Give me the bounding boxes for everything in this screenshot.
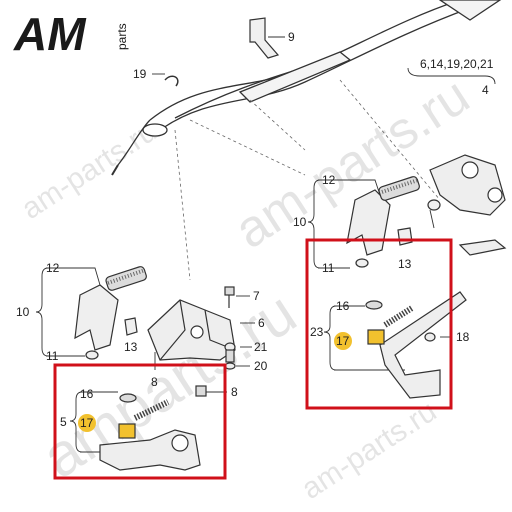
bracket-clip-9 <box>249 17 280 59</box>
callout-8-right: 8 <box>231 385 238 399</box>
callout-17-right: 17 <box>336 334 350 348</box>
callout-16-right: 16 <box>336 299 350 313</box>
callout-11-left: 11 <box>46 349 59 363</box>
callout-23: 23 <box>310 325 324 339</box>
callout-9: 9 <box>288 30 295 44</box>
callout-17-left: 17 <box>80 416 94 430</box>
callout-12-left: 12 <box>46 261 60 275</box>
logo-sub: parts <box>115 23 129 50</box>
callout-7: 7 <box>253 289 260 303</box>
callout-19: 19 <box>133 67 147 81</box>
callout-4: 4 <box>482 83 489 97</box>
callout-5: 5 <box>60 415 67 429</box>
bracket-left-group <box>35 267 101 357</box>
logo-brand: AM <box>13 8 87 60</box>
marker-17-right <box>334 332 352 350</box>
selector-rod-left <box>99 393 201 471</box>
callout-11-right: 11 <box>322 261 335 275</box>
leader-lines <box>174 79 441 281</box>
callout-18: 18 <box>456 330 470 344</box>
callout-8-center: 8 <box>151 375 158 389</box>
callout-6: 6 <box>258 316 265 330</box>
callout-10-left: 10 <box>16 305 30 319</box>
highlight-box-left <box>53 363 227 480</box>
am-parts-logo: AM parts <box>13 8 129 60</box>
callout-12-right: 12 <box>322 173 336 187</box>
upper-right-housing <box>429 154 507 256</box>
callout-16-left: 16 <box>80 387 94 401</box>
watermark-4: am-parts.ru <box>296 395 443 506</box>
selector-rod-right <box>365 291 467 399</box>
callout-6-14-19-20-21: 6,14,19,20,21 <box>420 57 494 71</box>
callout-13-right: 13 <box>398 257 412 271</box>
callout-lines <box>152 36 496 393</box>
callout-13-left: 13 <box>124 340 138 354</box>
shift-cables <box>111 0 502 176</box>
callout-10-right: 10 <box>293 215 307 229</box>
gear-housing <box>147 286 236 397</box>
bracket-right-group <box>307 179 405 371</box>
callout-labels: 9 19 6,14,19,20,21 4 12 10 11 13 16 23 1… <box>16 30 494 430</box>
selector-lever-left <box>74 266 147 360</box>
callout-21: 21 <box>254 340 268 354</box>
marker-17-left <box>78 414 96 432</box>
callout-20: 20 <box>254 359 268 373</box>
highlight-box-right <box>305 238 453 410</box>
